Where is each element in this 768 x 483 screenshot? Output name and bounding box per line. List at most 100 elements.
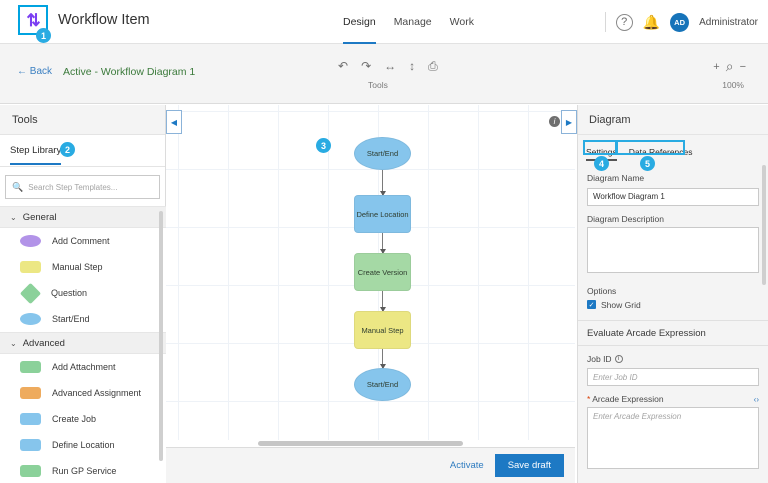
show-grid-option[interactable]: ✓ Show Grid	[587, 300, 759, 310]
activate-button[interactable]: Activate	[449, 460, 484, 471]
main-nav-tabs: Design Manage Work	[343, 0, 474, 44]
shape-swatch-rect	[20, 387, 41, 399]
diagram-settings-form: Diagram Name Diagram Description Options…	[578, 161, 768, 310]
zoom-in-icon[interactable]: +	[713, 60, 720, 73]
tab-step-library[interactable]: Step Library	[10, 135, 62, 167]
list-item[interactable]: Add Comment	[0, 228, 166, 254]
diagram-description-field[interactable]	[587, 226, 759, 273]
canvas-horizontal-scrollbar[interactable]	[258, 441, 463, 446]
header-right-cluster: ? 🔔 AD Administrator	[604, 0, 758, 44]
arcade-expression-label-text: Arcade Expression	[592, 394, 664, 404]
callout-4: 4	[594, 156, 609, 171]
collapse-left-panel-button[interactable]: ◀	[166, 110, 182, 134]
sub-toolbar	[0, 44, 768, 104]
diagram-node-manual-step[interactable]: Manual Step	[354, 311, 411, 349]
collapse-right-panel-button[interactable]: ▶	[561, 110, 577, 134]
search-input[interactable]	[28, 182, 149, 192]
list-item-label: Define Location	[52, 440, 115, 450]
arcade-expression-label-row: * Arcade Expression ‹›	[587, 394, 759, 404]
tools-panel-title: Tools	[0, 105, 165, 135]
diagram-name-field[interactable]	[587, 187, 759, 206]
diagram-node-start-end-bottom[interactable]: Start/End	[354, 368, 411, 401]
connector-arrow	[379, 349, 386, 369]
search-step-templates[interactable]: 🔍	[5, 175, 160, 199]
group-label-general: General	[22, 211, 57, 223]
back-button[interactable]: ← Back	[17, 66, 53, 77]
diagram-name-label: Diagram Name	[587, 173, 645, 183]
list-item-label: Run GP Service	[52, 466, 117, 476]
required-asterisk: *	[587, 394, 591, 404]
show-grid-checkbox[interactable]: ✓	[587, 300, 596, 309]
right-panel-scrollbar[interactable]	[762, 165, 766, 285]
diagram-node-define-location[interactable]: Define Location	[354, 195, 411, 233]
job-id-field[interactable]	[587, 368, 759, 386]
breadcrumb: Active - Workflow Diagram 1	[63, 66, 196, 78]
tools-panel: Tools Step Library 🔍 ⌄ General Add Comme…	[0, 105, 166, 483]
list-item[interactable]: Create Job	[0, 406, 166, 432]
list-item[interactable]: Manual Step	[0, 254, 166, 280]
shape-swatch-rect	[20, 413, 41, 425]
help-icon[interactable]: ?	[615, 13, 633, 31]
redo-icon[interactable]: ↷	[361, 59, 372, 73]
undo-icon[interactable]: ↶	[338, 59, 349, 73]
workflow-logo-icon[interactable]: ⇅	[18, 5, 48, 35]
tools-panel-tabs: Step Library	[0, 135, 165, 167]
diagram-tool-icons: ↶ ↷ ↔ ↕ ⎙	[338, 60, 438, 72]
zoom-out-icon[interactable]: −	[739, 60, 746, 73]
code-editor-icon[interactable]: ‹›	[753, 394, 759, 404]
list-item-label: Create Job	[52, 414, 97, 424]
notification-bell-icon[interactable]: 🔔	[642, 13, 661, 30]
info-icon[interactable]: i	[549, 116, 560, 127]
tab-data-references[interactable]: Data References	[628, 147, 693, 157]
diagram-node-create-version[interactable]: Create Version	[354, 253, 411, 291]
list-item[interactable]: Define Location	[0, 432, 166, 458]
group-header-general[interactable]: ⌄ General	[0, 206, 166, 228]
header-divider	[604, 12, 606, 32]
list-item[interactable]: Question	[0, 280, 166, 306]
zoom-controls: + ⌕ −	[713, 58, 746, 75]
avatar[interactable]: AD	[670, 12, 690, 32]
annotation-box-data-references	[615, 140, 685, 155]
shape-swatch-rect	[20, 465, 41, 477]
shape-swatch-rect	[20, 361, 41, 373]
left-panel-scrollbar[interactable]	[159, 211, 163, 461]
tab-work[interactable]: Work	[449, 16, 474, 28]
list-item[interactable]: Add Attachment	[0, 354, 166, 380]
tab-manage[interactable]: Manage	[393, 16, 432, 28]
tools-caption: Tools	[368, 80, 388, 90]
connector-arrow	[379, 170, 386, 196]
diagram-canvas[interactable]: Start/End Define Location Create Version…	[166, 105, 575, 440]
diagram-node-start-end-top[interactable]: Start/End	[354, 137, 411, 170]
list-item[interactable]: Advanced Assignment	[0, 380, 166, 406]
info-icon[interactable]: i	[614, 355, 623, 364]
list-item[interactable]: Start/End	[0, 306, 166, 332]
user-name-label: Administrator	[699, 16, 758, 28]
zoom-magnifier-icon[interactable]: ⌕	[725, 58, 734, 74]
arcade-section-title: Evaluate Arcade Expression	[578, 319, 768, 346]
connector-arrow	[379, 291, 386, 312]
annotation-box-settings	[583, 140, 618, 155]
group-header-advanced[interactable]: ⌄ Advanced	[0, 332, 166, 354]
arcade-expression-label: * Arcade Expression	[587, 394, 664, 404]
tab-design[interactable]: Design	[343, 0, 376, 44]
canvas-bottom-bar: Activate Save draft	[166, 447, 575, 483]
list-item[interactable]: Run GP Service	[0, 458, 166, 483]
shape-swatch-ellipse	[20, 235, 41, 247]
diagram-panel-tabs: Settings Data References	[578, 135, 768, 161]
callout-3: 3	[316, 138, 331, 153]
print-icon[interactable]: ⎙	[428, 59, 438, 73]
align-horizontal-icon[interactable]: ↔	[384, 59, 397, 73]
callout-2: 2	[60, 142, 75, 157]
arcade-expression-field[interactable]	[587, 407, 759, 469]
job-id-label-text: Job ID	[587, 353, 612, 364]
shape-swatch-ellipse	[20, 313, 41, 325]
callout-5: 5	[640, 156, 655, 171]
list-item-label: Question	[51, 288, 88, 298]
step-library-list[interactable]: ⌄ General Add Comment Manual Step Questi…	[0, 206, 166, 483]
shape-swatch-rect	[20, 439, 41, 451]
save-draft-button[interactable]: Save draft	[494, 454, 564, 477]
shape-swatch-rect	[20, 261, 41, 273]
diagram-properties-panel: Diagram Settings Data References Diagram…	[577, 105, 768, 483]
align-vertical-icon[interactable]: ↕	[409, 59, 416, 73]
